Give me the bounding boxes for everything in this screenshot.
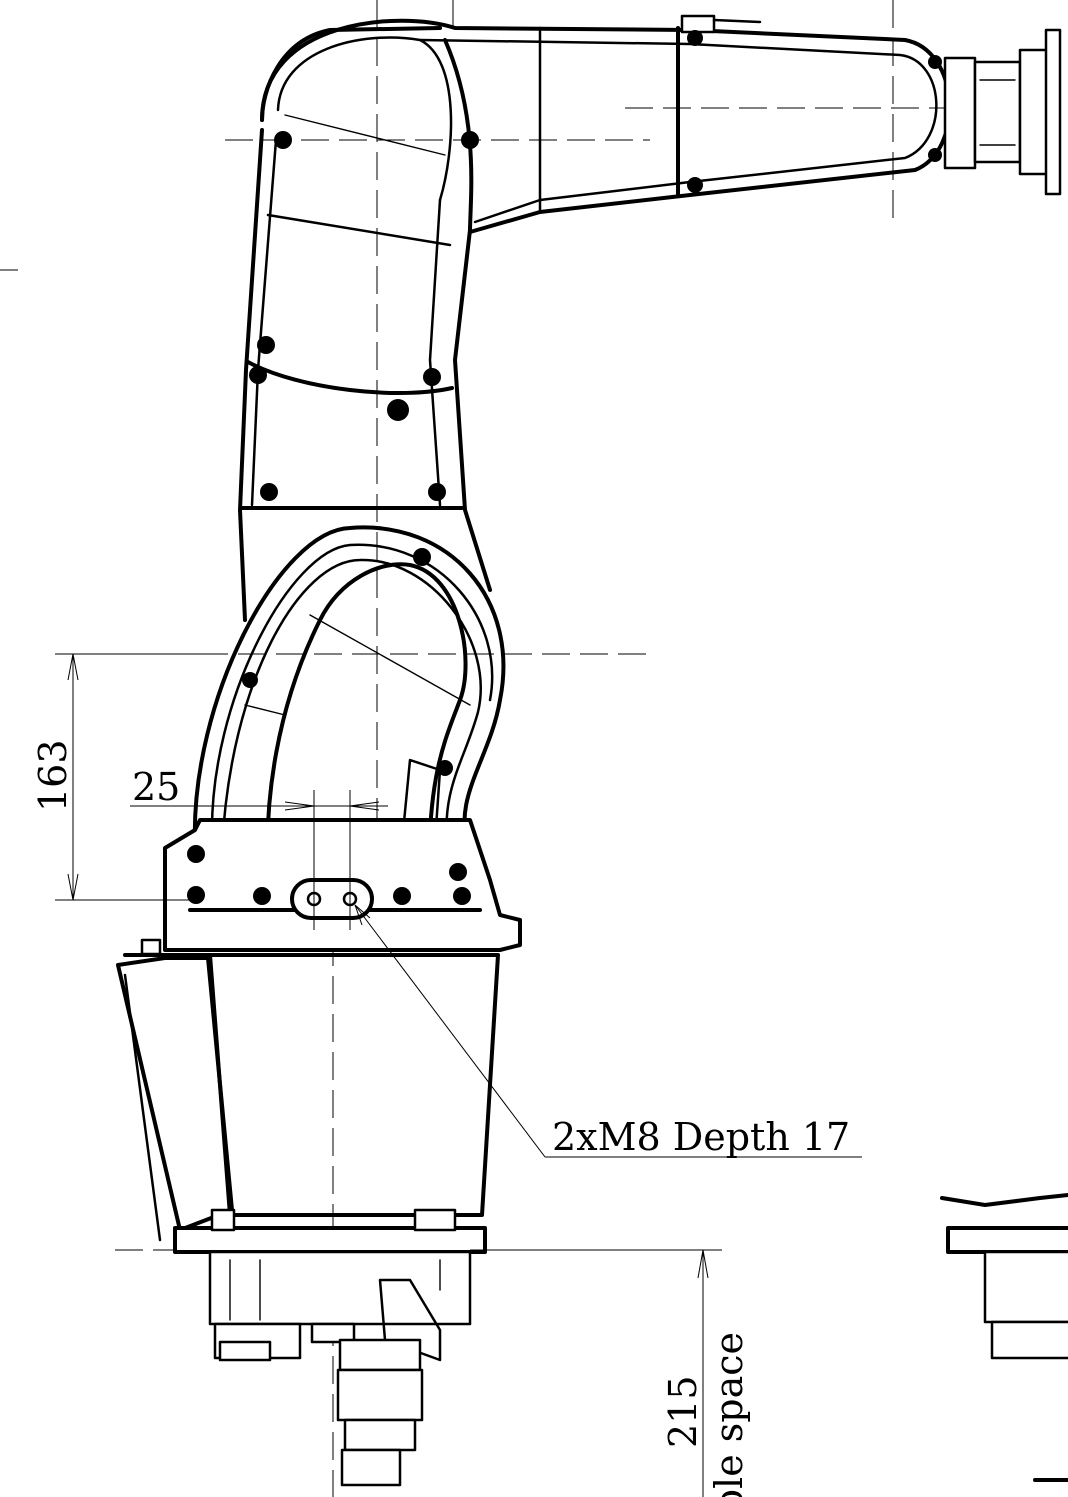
dimension-215-label: 215 (661, 1375, 705, 1448)
hole-callout: 2xM8 Depth 17 (354, 904, 862, 1159)
dimension-25: 25 (130, 765, 388, 811)
hole-callout-label: 2xM8 Depth 17 (552, 1115, 850, 1159)
center-lines (0, 0, 960, 1497)
connector-assembly (208, 1250, 472, 1487)
dimension-25-label: 25 (132, 765, 180, 809)
tool-flange (943, 28, 1062, 196)
forearm (260, 14, 952, 234)
cable-space-label: Cable space (707, 1332, 751, 1497)
side-view-base (940, 1193, 1068, 1482)
dimension-163-label: 163 (31, 739, 75, 812)
dimension-163: 163 (31, 653, 215, 901)
lower-link (192, 525, 506, 917)
upper-arm (238, 114, 492, 622)
bolts (187, 30, 942, 905)
mounting-hole-plate (290, 790, 374, 930)
dimension-215: 215 Cable space (470, 1249, 751, 1497)
